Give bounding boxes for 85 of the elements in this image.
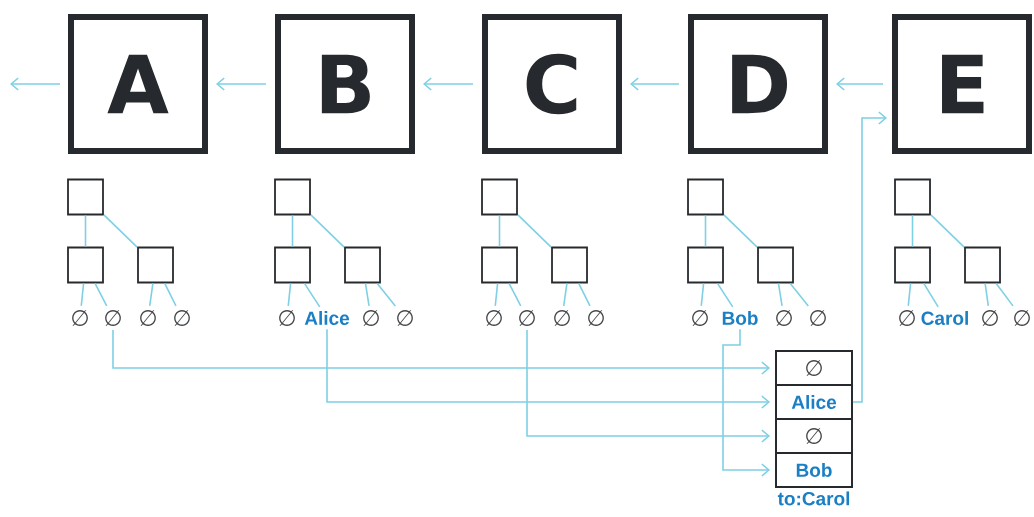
arrow bbox=[423, 77, 474, 91]
connector-line bbox=[700, 282, 705, 307]
connector-line bbox=[498, 214, 501, 248]
connector-line bbox=[310, 214, 345, 248]
connector-line bbox=[494, 282, 499, 307]
null-symbol: ∅ bbox=[554, 310, 570, 326]
connector-line bbox=[291, 214, 294, 248]
connector-line bbox=[789, 282, 810, 307]
block-box: B bbox=[275, 14, 415, 154]
tree-node-box bbox=[687, 178, 724, 216]
connector-line bbox=[716, 282, 734, 308]
tree-node-box bbox=[894, 178, 931, 216]
connector-line bbox=[907, 282, 912, 307]
connector-line bbox=[723, 214, 758, 248]
connector-line bbox=[84, 214, 87, 248]
connector-line bbox=[562, 282, 568, 307]
connector-line bbox=[103, 214, 138, 248]
arrow bbox=[852, 111, 887, 403]
null-symbol: ∅ bbox=[279, 310, 295, 326]
connector-line bbox=[376, 282, 397, 307]
connector-line bbox=[364, 282, 370, 307]
block-box: E bbox=[892, 14, 1032, 154]
name-label: Carol bbox=[921, 311, 968, 325]
arrow bbox=[112, 329, 771, 375]
connector-line bbox=[80, 282, 85, 307]
connector-line bbox=[777, 282, 783, 307]
arrow bbox=[836, 77, 884, 91]
tree-node-box bbox=[274, 178, 311, 216]
arrow bbox=[722, 328, 771, 477]
table-cell: Bob bbox=[775, 452, 853, 488]
connector-line bbox=[517, 214, 552, 248]
connector-line bbox=[930, 214, 965, 248]
tree-node-box bbox=[964, 246, 1001, 284]
table-cell: ∅ bbox=[775, 418, 853, 454]
null-symbol: ∅ bbox=[899, 310, 915, 326]
null-symbol: ∅ bbox=[810, 310, 826, 326]
null-symbol: ∅ bbox=[1014, 310, 1030, 326]
null-symbol: ∅ bbox=[486, 310, 502, 326]
arrow bbox=[326, 328, 771, 409]
arrow bbox=[526, 329, 771, 443]
connector-line bbox=[704, 214, 707, 248]
block-box: D bbox=[688, 14, 828, 154]
connector-line bbox=[995, 282, 1014, 307]
null-symbol: ∅ bbox=[140, 310, 156, 326]
tree-node-box bbox=[274, 246, 311, 284]
connector-line bbox=[508, 282, 522, 307]
tree-node-box bbox=[551, 246, 588, 284]
name-label: Alice bbox=[304, 311, 350, 325]
null-symbol: ∅ bbox=[982, 310, 998, 326]
tree-node-box bbox=[344, 246, 381, 284]
null-symbol: ∅ bbox=[519, 310, 535, 326]
tree-node-box bbox=[687, 246, 724, 284]
tree-node-box bbox=[757, 246, 794, 284]
arrow bbox=[630, 77, 680, 91]
tree-node-box bbox=[67, 246, 104, 284]
tree-node-box bbox=[67, 178, 104, 216]
block-box: C bbox=[482, 14, 622, 154]
node-label: to:Carol bbox=[777, 491, 850, 506]
connector-line bbox=[148, 282, 154, 307]
null-symbol: ∅ bbox=[363, 310, 379, 326]
connector-line bbox=[303, 282, 321, 308]
null-symbol: ∅ bbox=[588, 310, 604, 326]
tree-node-box bbox=[481, 246, 518, 284]
table-cell: ∅ bbox=[775, 350, 853, 386]
name-label: Bob bbox=[722, 311, 758, 325]
null-symbol: ∅ bbox=[397, 310, 413, 326]
null-symbol: ∅ bbox=[776, 310, 792, 326]
connector-line bbox=[287, 282, 292, 307]
tree-node-box bbox=[481, 178, 518, 216]
arrow bbox=[10, 77, 61, 91]
connector-line bbox=[984, 282, 990, 307]
null-symbol: ∅ bbox=[105, 310, 121, 326]
connector-line bbox=[911, 214, 914, 248]
connector-line bbox=[163, 282, 177, 307]
tree-node-box bbox=[894, 246, 931, 284]
arrow bbox=[216, 77, 267, 91]
table-cell: Alice bbox=[775, 384, 853, 420]
connector-line bbox=[923, 282, 939, 308]
block-box: A bbox=[68, 14, 208, 154]
null-symbol: ∅ bbox=[692, 310, 708, 326]
null-symbol: ∅ bbox=[72, 310, 88, 326]
connector-line bbox=[94, 282, 108, 307]
null-symbol: ∅ bbox=[174, 310, 190, 326]
connector-line bbox=[577, 282, 591, 307]
tree-node-box bbox=[137, 246, 174, 284]
